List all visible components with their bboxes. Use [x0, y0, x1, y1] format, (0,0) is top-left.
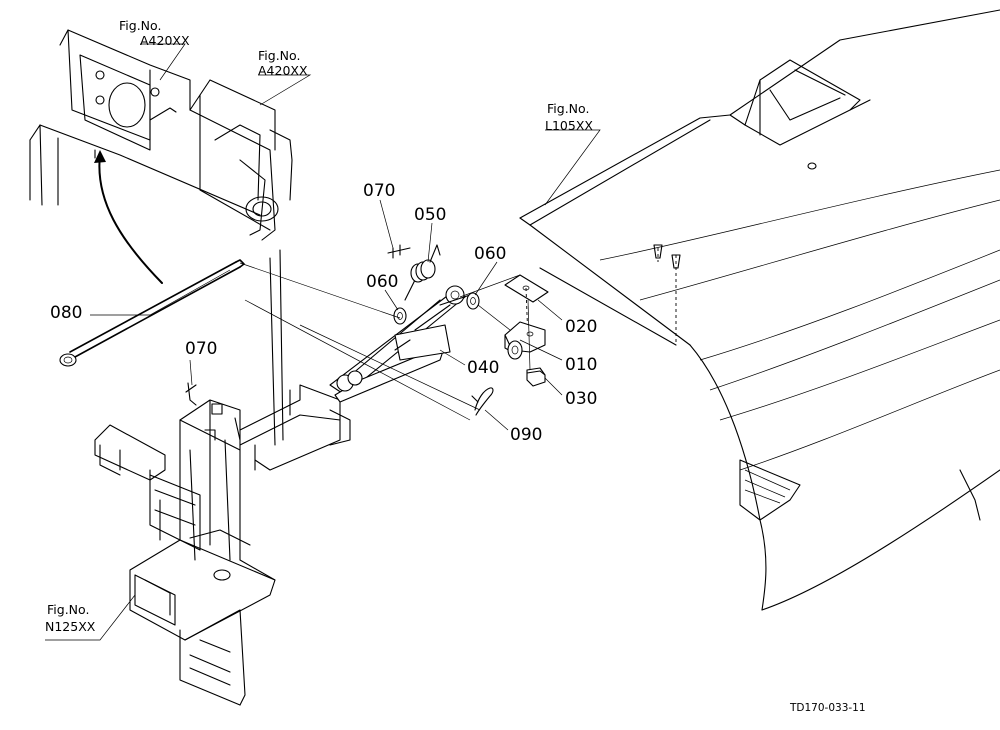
rod-080 [59, 259, 245, 367]
part-label-010: 010 [565, 355, 597, 375]
part-label-080: 080 [50, 303, 82, 323]
fig-ref-a420-1-line2: A420XX [140, 33, 190, 48]
part-number-labels: 070 050 060 060 080 070 020 010 040 030 … [50, 181, 597, 445]
document-id: TD170-033-11 [789, 702, 866, 714]
part-label-070-upper: 070 [363, 181, 395, 201]
bracket-010 [504, 321, 546, 360]
pin-070-lower [185, 382, 197, 406]
fig-ref-a420-1-line1: Fig.No. [119, 18, 161, 33]
leader-lines [45, 43, 601, 641]
upper-frame-assembly [29, 29, 293, 241]
figure-reference-labels: Fig.No. A420XX Fig.No. A420XX Fig.No. L1… [45, 18, 593, 634]
nut-030 [526, 367, 546, 387]
fig-ref-n125-line1: Fig.No. [47, 602, 89, 617]
part-label-040: 040 [467, 358, 499, 378]
part-label-090: 090 [510, 425, 542, 445]
fig-ref-l105-line2: L105XX [545, 118, 593, 133]
reference-arrow [98, 154, 163, 284]
body-panel-assembly [519, 9, 1000, 611]
fig-ref-a420-2-line1: Fig.No. [258, 48, 300, 63]
fig-ref-n125-line2: N125XX [45, 619, 96, 634]
arrow-head [94, 150, 106, 163]
part-label-060-right: 060 [474, 244, 506, 264]
cotter-pin-090 [471, 387, 494, 416]
part-label-070-lower: 070 [185, 339, 217, 359]
part-label-030: 030 [565, 389, 597, 409]
pin-070-upper [387, 244, 411, 259]
part-label-050: 050 [414, 205, 446, 225]
lever-mechanism [329, 285, 471, 403]
lower-stand-assembly [94, 249, 351, 706]
spring-050 [404, 244, 441, 301]
washer-060-right [466, 292, 480, 310]
alignment-lines [239, 262, 531, 421]
fig-ref-a420-2-line2: A420XX [258, 63, 308, 78]
washer-060-left [393, 307, 407, 325]
part-label-060-left: 060 [366, 272, 398, 292]
fig-ref-l105-line1: Fig.No. [547, 101, 589, 116]
part-label-020: 020 [565, 317, 597, 337]
